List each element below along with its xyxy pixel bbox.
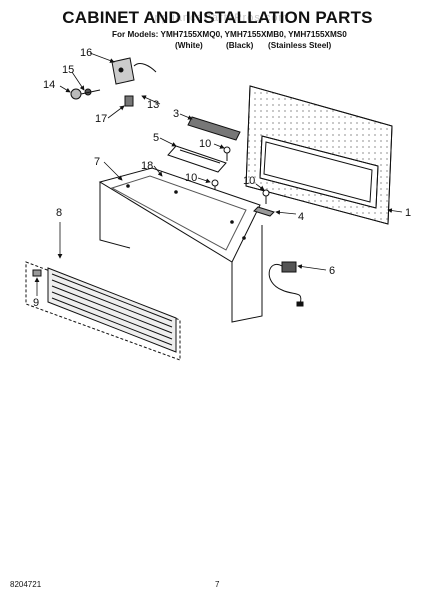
part-7-cabinet-wrapper <box>98 167 263 323</box>
variant-stainless: (Stainless Steel) <box>268 41 332 50</box>
part-3-vent-strip <box>187 116 241 141</box>
variant-black: (Black) <box>226 41 254 50</box>
watermark: AppliancePartsPros.com <box>146 12 289 24</box>
callout-3: 3 <box>173 108 179 120</box>
callout-18: 18 <box>141 160 153 172</box>
page-title: CABINET AND INSTALLATION PARTS <box>62 8 373 27</box>
leader-lines <box>34 52 403 296</box>
callout-10-right: 10 <box>243 175 255 187</box>
callout-9: 9 <box>33 297 39 309</box>
page-number: 7 <box>215 580 220 589</box>
callout-7: 7 <box>94 156 100 168</box>
part-5-bracket <box>167 145 227 173</box>
part-6-thermal-cutoff <box>268 261 304 307</box>
latch-assembly <box>70 57 157 107</box>
document-part-number: 8204721 <box>10 580 42 589</box>
callout-4: 4 <box>298 211 304 223</box>
part-8-vent-grille <box>25 261 181 361</box>
part-1-mounting-plate <box>245 85 393 225</box>
callout-14: 14 <box>43 79 55 91</box>
callout-8: 8 <box>56 207 62 219</box>
callout-17: 17 <box>95 113 107 125</box>
callout-1: 1 <box>405 207 411 219</box>
callout-13: 13 <box>147 99 159 111</box>
part-4-clip <box>253 206 275 217</box>
callout-15: 15 <box>62 64 74 76</box>
callout-5: 5 <box>153 132 159 144</box>
callout-10-mid: 10 <box>185 172 197 184</box>
callout-16: 16 <box>80 47 92 59</box>
callout-6: 6 <box>329 265 335 277</box>
part-9-clip <box>32 269 42 277</box>
models-line: For Models: YMH7155XMQ0, YMH7155XMB0, YM… <box>112 30 347 39</box>
variant-white: (White) <box>175 41 203 50</box>
callout-10-top: 10 <box>199 138 211 150</box>
